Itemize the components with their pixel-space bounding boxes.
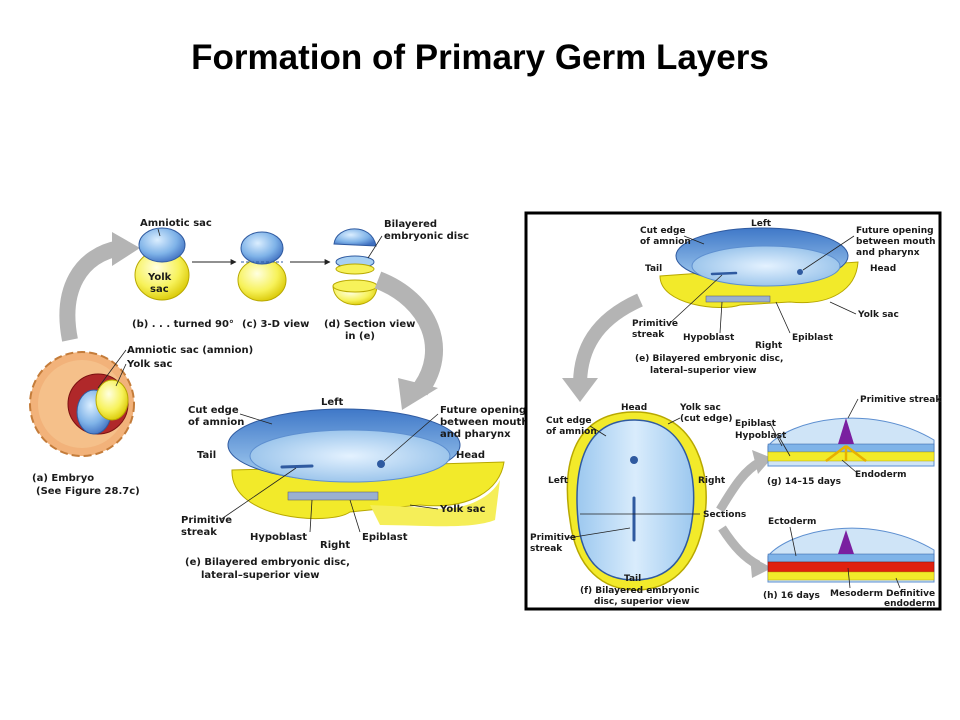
stage-h-section (767, 527, 935, 583)
e-head-label: Head (456, 450, 485, 461)
arrow-to-b-head (112, 232, 140, 266)
stage-d-caption-1: (d) Section view (324, 319, 415, 330)
f-primitive-label-1: Primitive (530, 533, 576, 543)
e-future-label-1: Future opening (440, 405, 526, 416)
stage-c-figure (237, 231, 287, 302)
bilayered-label-1: Bilayered (384, 219, 437, 230)
r-tail-label: Tail (645, 264, 662, 274)
arrow-f-to-g-head (752, 450, 772, 474)
stage-b-caption: (b) . . . turned 90° (132, 319, 234, 330)
stage-e-disc-small (659, 227, 859, 308)
stage-f-disc (566, 411, 707, 591)
g-caption: (g) 14–15 days (767, 477, 841, 487)
e-cut-label-2: of amnion (188, 417, 244, 428)
f-tail-label: Tail (624, 574, 641, 584)
stage-a-caption-2: (See Figure 28.7c) (36, 486, 140, 497)
h-caption: (h) 16 days (763, 591, 820, 601)
h-definitive-label-1: Definitive (886, 589, 935, 599)
arrow-e-to-f (573, 293, 643, 386)
arrow-d-to-e-head (398, 378, 438, 410)
r-cut-label-1: Cut edge (640, 226, 686, 236)
stage-e-disc-large (227, 408, 505, 527)
amniotic-sac-label: Amniotic sac (140, 218, 212, 229)
e-primitive-label-2: streak (181, 527, 217, 538)
r-cut-label-2: of amnion (640, 237, 691, 247)
h-definitive-label-2: endoderm (884, 599, 936, 609)
r-epiblast-label: Epiblast (792, 333, 834, 343)
f-head-label: Head (621, 403, 647, 413)
g-epiblast-label: Epiblast (735, 419, 777, 429)
f-sections-label: Sections (703, 510, 746, 520)
f-left-label: Left (548, 476, 569, 486)
g-primitive-label: Primitive streak (860, 395, 942, 405)
e-primitive-label-1: Primitive (181, 515, 232, 526)
bilayered-label-2: embryonic disc (384, 231, 469, 242)
f-cut-label-1: Cut edge (546, 416, 592, 426)
r-left-label: Left (751, 219, 772, 229)
stage-c-caption: (c) 3-D view (242, 319, 309, 330)
g-hypoblast-label: Hypoblast (735, 431, 787, 441)
f-yolk-label-1: Yolk sac (679, 403, 721, 413)
e-caption-2: lateral–superior view (201, 570, 319, 581)
stage-d-caption-2: in (e) (345, 331, 375, 342)
stage-d-figure (332, 228, 378, 306)
r-yolk-label: Yolk sac (857, 310, 899, 320)
stage-a-caption-1: (a) Embryo (32, 473, 94, 484)
f-yolk-label-2: (cut edge) (680, 414, 733, 424)
r-e-caption-1: (e) Bilayered embryonic disc, (635, 354, 783, 364)
r-right-label: Right (755, 341, 783, 351)
g-endoderm-label: Endoderm (855, 470, 907, 480)
f-primitive-label-2: streak (530, 544, 563, 554)
f-caption-1: (f) Bilayered embryonic (580, 586, 699, 596)
r-e-caption-2: lateral–superior view (650, 366, 757, 376)
r-future-label-2: between mouth (856, 237, 936, 247)
f-right-label: Right (698, 476, 726, 486)
arrow-e-to-f-head (562, 378, 598, 402)
arrow-d-to-e (374, 271, 444, 396)
a-yolk-label: Yolk sac (126, 359, 172, 370)
yolk-label-2: sac (150, 284, 169, 295)
r-future-label-3: and pharynx (856, 248, 920, 258)
e-future-label-2: between mouth (440, 417, 528, 428)
r-primitive-label-1: Primitive (632, 319, 678, 329)
f-caption-2: disc, superior view (594, 597, 690, 607)
e-right-label: Right (320, 540, 350, 551)
e-caption-1: (e) Bilayered embryonic disc, (185, 557, 350, 568)
r-head-label: Head (870, 264, 896, 274)
stage-b-figure (134, 227, 190, 301)
e-future-label-3: and pharynx (440, 429, 511, 440)
e-hypoblast-label: Hypoblast (250, 532, 307, 543)
slide-title: Formation of Primary Germ Layers (191, 38, 769, 77)
arrow-f-to-h-head (750, 556, 772, 578)
yolk-label-1: Yolk (147, 272, 172, 283)
e-tail-label: Tail (197, 450, 216, 461)
h-ectoderm-label: Ectoderm (768, 517, 816, 527)
h-mesoderm-label: Mesoderm (830, 589, 883, 599)
amnion-label: Amniotic sac (amnion) (127, 345, 253, 356)
f-cut-label-2: of amnion (546, 427, 597, 437)
e-cut-label-1: Cut edge (188, 405, 239, 416)
r-primitive-label-2: streak (632, 330, 665, 340)
e-yolk-label: Yolk sac (439, 504, 485, 515)
stage-g-section (767, 417, 935, 467)
arrow-to-b (59, 240, 122, 342)
r-future-label-1: Future opening (856, 226, 934, 236)
r-hypoblast-label: Hypoblast (683, 333, 735, 343)
stage-a-embryo (29, 351, 135, 457)
e-left-label: Left (321, 397, 344, 408)
e-epiblast-label: Epiblast (362, 532, 408, 543)
